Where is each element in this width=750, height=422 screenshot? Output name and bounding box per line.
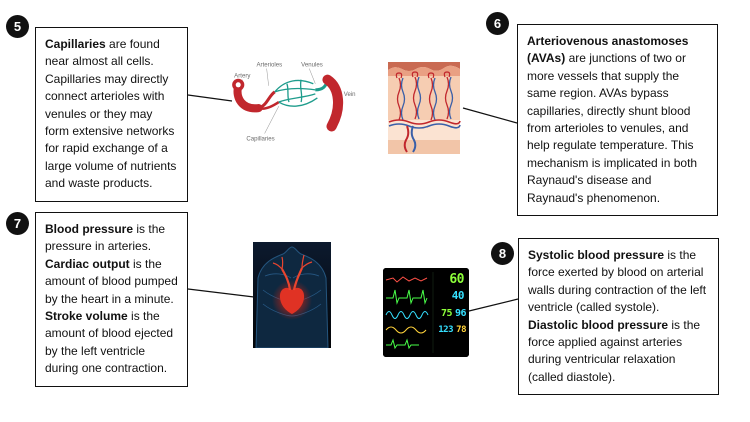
monitor-reading: 96 bbox=[454, 308, 467, 319]
venules-label: Venules bbox=[301, 62, 323, 69]
venules-leader-line bbox=[309, 68, 316, 84]
vitals-monitor-image: 60 40 75 96 123 78 bbox=[383, 268, 469, 357]
avas-term: Arteriovenous anastomoses (AVAs) bbox=[527, 34, 689, 66]
monitor-reading: 75 bbox=[440, 308, 453, 319]
capillaries-textbox: Capillaries are found near almost all ce… bbox=[35, 27, 188, 202]
epidermis-underlayer bbox=[388, 65, 460, 78]
artery-shape bbox=[232, 78, 263, 113]
heart-shape bbox=[279, 287, 305, 314]
deep-tissue-layer bbox=[388, 140, 460, 154]
epidermis-layer bbox=[388, 62, 460, 71]
blood-pressure-text: is the pressure in arteries. bbox=[45, 222, 166, 254]
arterioles-label: Arterioles bbox=[256, 62, 282, 69]
item-number-badge-6: 6 bbox=[486, 12, 509, 35]
chest-heart-image bbox=[253, 242, 331, 348]
arterial-trace bbox=[385, 276, 428, 283]
connector-line-7 bbox=[187, 288, 255, 298]
deep-plexus-vessels bbox=[388, 119, 461, 153]
connector-line-6 bbox=[462, 107, 518, 124]
capillaries-label: Capillaries bbox=[246, 136, 274, 143]
monitor-waveforms bbox=[383, 268, 469, 357]
vein-shape bbox=[322, 74, 344, 132]
capillaries-term: Capillaries bbox=[45, 37, 106, 51]
arterioles-leader-line bbox=[266, 68, 269, 86]
ecg-trace bbox=[386, 289, 428, 305]
capillaries-description: are found near almost all cells. Capilla… bbox=[45, 37, 177, 191]
resp-trace bbox=[385, 326, 427, 334]
secondary-ecg-trace bbox=[386, 338, 419, 350]
systolic-diastolic-textbox: Systolic blood pressure is the force exe… bbox=[518, 238, 719, 396]
capillary-network-shape bbox=[274, 79, 318, 107]
monitor-reading: 78 bbox=[456, 325, 466, 335]
diastolic-term: Diastolic blood pressure bbox=[528, 317, 669, 332]
capillaries-leader-line bbox=[264, 105, 280, 134]
item-number-badge-5: 5 bbox=[6, 15, 29, 38]
monitor-reading: 123 bbox=[438, 325, 453, 335]
cardiac-output-text: is the amount of blood pumped by the hea… bbox=[45, 256, 178, 306]
item-number-badge-8: 8 bbox=[491, 242, 514, 265]
artery-label: Artery bbox=[234, 73, 251, 80]
avas-textbox: Arteriovenous anastomoses (AVAs) are jun… bbox=[517, 24, 718, 216]
capillary-loops bbox=[395, 71, 451, 79]
skin-cross-section-image bbox=[388, 62, 461, 154]
systolic-text: is the force exerted by blood on arteria… bbox=[528, 248, 707, 315]
diastolic-text: is the force applied against arteries du… bbox=[528, 317, 701, 384]
stroke-volume-term: Stroke volume bbox=[45, 308, 128, 323]
systolic-term: Systolic blood pressure bbox=[528, 248, 665, 262]
ascending-vessels bbox=[396, 76, 454, 121]
connector-line-8 bbox=[468, 298, 519, 312]
stroke-volume-text: is the amount of blood ejected by the le… bbox=[45, 308, 174, 376]
arterioles-shape bbox=[257, 90, 280, 110]
blood-pressure-textbox: Blood pressure is the pressure in arteri… bbox=[35, 212, 188, 387]
vein-label: Vein bbox=[344, 91, 356, 98]
cardiac-output-term: Cardiac output bbox=[45, 256, 130, 271]
monitor-reading: 40 bbox=[451, 289, 465, 302]
spo2-trace bbox=[385, 311, 429, 319]
monitor-reading: 60 bbox=[449, 272, 464, 287]
heart-vessels bbox=[272, 254, 313, 291]
avas-description: are junctions of two or more vessels tha… bbox=[527, 51, 698, 205]
capillary-bed-diagram-image: Artery Arterioles Venules Vein Capillari… bbox=[232, 62, 356, 143]
blood-pressure-term: Blood pressure bbox=[45, 222, 134, 236]
item-number-badge-7: 7 bbox=[6, 212, 29, 235]
